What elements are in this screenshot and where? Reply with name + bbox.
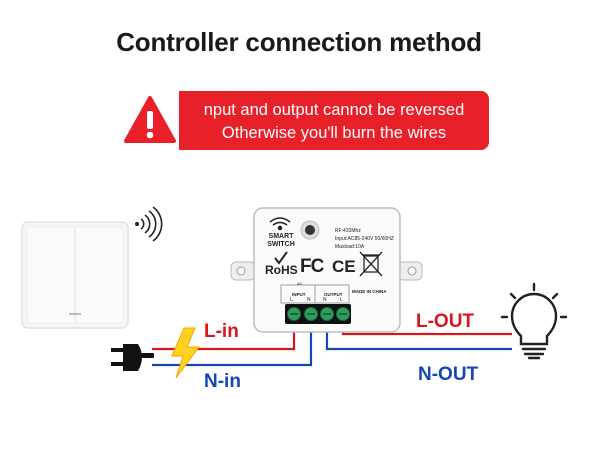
input-label: INPUT — [292, 292, 306, 297]
warning-line-2: Otherwise you'll burn the wires — [221, 124, 447, 142]
wifi-icon — [269, 217, 291, 231]
weee-bin-icon — [359, 251, 383, 277]
plug-icon — [111, 344, 154, 371]
output-label: OUTPUT — [324, 292, 343, 297]
ac-label: AC — [297, 281, 303, 286]
spec-line-2: Input:AC85-240V 50/60HZ — [335, 236, 394, 242]
n-in-label: N-in — [204, 371, 241, 392]
page-title: Controller connection method — [116, 27, 482, 57]
switch-label: SWITCH — [267, 241, 295, 248]
warning-banner: nput and output cannot be reversed Other… — [121, 91, 489, 150]
wireless-signal-icon — [135, 206, 163, 242]
n-in-wire — [152, 318, 313, 367]
l-in-label: L-in — [204, 321, 239, 342]
light-bulb-icon — [500, 282, 568, 360]
l-out-label: L-OUT — [416, 311, 475, 332]
n-out-label: N-OUT — [418, 364, 479, 385]
terminal-mark-3: N — [323, 297, 327, 303]
smart-label: SMART — [268, 233, 294, 240]
spec-line-1: RF:433Mhz — [335, 228, 361, 234]
controller-device — [230, 207, 423, 333]
checkmark-icon — [274, 251, 288, 265]
terminal-mark-2: N — [307, 297, 311, 303]
lightning-icon — [171, 327, 200, 379]
terminal-mark-1: L — [290, 297, 293, 303]
rohs-mark: RoHS — [265, 263, 298, 277]
fc-mark: FC — [300, 256, 324, 277]
smart-switch-label: SMART SWITCH — [266, 233, 296, 249]
terminal-block — [285, 304, 351, 324]
ce-mark-text: CE — [332, 257, 356, 276]
warning-message: nput and output cannot be reversed Other… — [179, 91, 489, 150]
warning-line-1: nput and output cannot be reversed — [203, 101, 465, 119]
made-in-china-label: MADE IN CHINA — [352, 289, 387, 294]
wall-switch-icon — [21, 221, 129, 329]
spec-line-3: Maxload:10A — [335, 244, 365, 250]
terminal-mark-4: L — [340, 297, 343, 303]
warning-triangle-icon — [121, 91, 180, 150]
